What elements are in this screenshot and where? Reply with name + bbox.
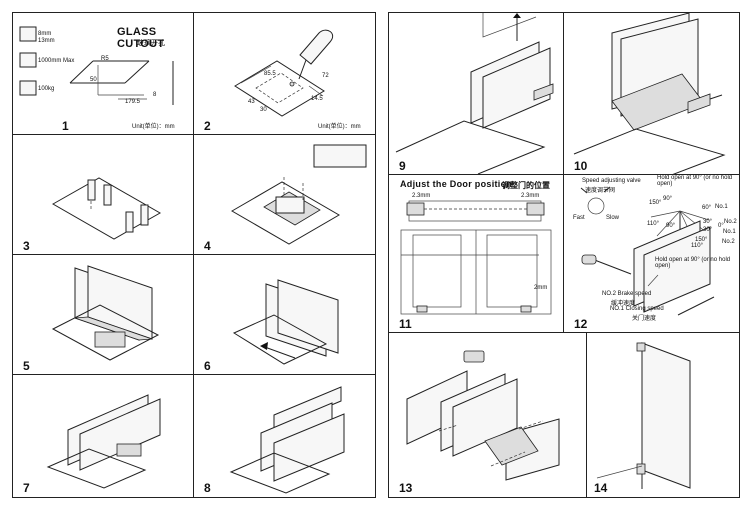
hold-open-label: Hold open at 90° (or no hold open) bbox=[657, 175, 733, 187]
step-number: 1 bbox=[62, 119, 69, 133]
dimension-label: 85.5 bbox=[264, 71, 276, 77]
closing-speed-label-cn: 关门速度 bbox=[632, 316, 657, 322]
final-assembly-diagram bbox=[406, 350, 560, 481]
step-number: 2 bbox=[204, 119, 211, 133]
step-number: 4 bbox=[204, 239, 211, 253]
angle-label: 90° bbox=[663, 196, 673, 202]
step-panel-2: 85.5 43 14.5 30 72 Unit(单位)：mm 2 bbox=[194, 13, 375, 135]
unit-label: Unit(单位)：mm bbox=[132, 124, 175, 130]
angle-label: 150° bbox=[695, 237, 708, 243]
dimension-label: 2.3mm bbox=[521, 193, 540, 199]
step-number: 6 bbox=[204, 359, 211, 373]
base-mount-diagram bbox=[231, 144, 367, 245]
panel-title-cn: 调整门的位置 bbox=[502, 181, 550, 190]
closing-speed-label: NO.1 Closing speed bbox=[610, 306, 664, 312]
radius-label: R5 bbox=[101, 56, 109, 62]
angle-label: 30° bbox=[703, 219, 713, 225]
step-number: 9 bbox=[399, 159, 406, 173]
speed-number-label: No.2 bbox=[722, 239, 735, 245]
door-position-diagram bbox=[400, 200, 552, 315]
step-panel-5: 5 bbox=[13, 255, 194, 375]
step-number: 13 bbox=[399, 481, 413, 495]
dimension-label: 179.5 bbox=[125, 99, 141, 105]
step-panel-10: 10 bbox=[564, 13, 739, 175]
glass-cutout-diagram bbox=[19, 26, 174, 105]
glass-clamp-diagram bbox=[51, 265, 160, 361]
step-panel-6: 6 bbox=[194, 255, 375, 375]
right-instruction-sheet: 9 10 Adjust the Door position 调整门的位置 2.3… bbox=[388, 12, 740, 498]
left-instruction-sheet: 8mm 13mm 1000mm Max 100kg 50 179.5 R5 8 … bbox=[12, 12, 376, 498]
step-number: 14 bbox=[594, 481, 608, 495]
dimension-label: 2mm bbox=[534, 285, 548, 291]
angle-label: 60° bbox=[702, 205, 712, 211]
glass-insertion-diagram bbox=[395, 13, 554, 174]
panel-title-cn: 玻璃开孔 bbox=[137, 40, 165, 47]
completed-door-diagram bbox=[596, 342, 691, 489]
dimension-label: 50 bbox=[90, 77, 97, 83]
speed-number-label: No.1 bbox=[715, 204, 728, 210]
angle-label: 90° bbox=[666, 223, 676, 229]
step-panel-4: 4 bbox=[194, 135, 375, 255]
glass-thickness-label: 8mm bbox=[38, 31, 52, 37]
step-panel-9: 9 bbox=[389, 13, 564, 175]
door-weight-label: 100kg bbox=[38, 86, 55, 92]
clamp-slide-diagram bbox=[232, 279, 339, 365]
fast-label: Fast bbox=[573, 215, 585, 221]
step-number: 11 bbox=[399, 317, 412, 331]
dimension-label: 30 bbox=[260, 107, 267, 113]
panel-title: Adjust the Door position bbox=[400, 179, 513, 189]
speed-number-label: No.2 bbox=[724, 219, 737, 225]
dimension-label: 8 bbox=[153, 92, 157, 98]
anchor-insertion-diagram bbox=[51, 177, 162, 240]
dimension-label: 14.5 bbox=[311, 96, 323, 102]
speed-adjustment-diagram bbox=[580, 186, 715, 316]
step-number: 7 bbox=[23, 481, 30, 495]
dimension-label: 72 bbox=[322, 73, 329, 79]
brake-speed-label-cn: 缓冲速度 bbox=[611, 301, 636, 307]
cover-install-diagram bbox=[229, 386, 345, 494]
panel-title: GLASS CUTOUT bbox=[117, 26, 165, 50]
step-panel-12: Speed adjusting valve 速度调节阀 Fast Slow Ho… bbox=[564, 175, 739, 333]
dimension-label: 2.3mm bbox=[412, 193, 431, 199]
step-number: 3 bbox=[23, 239, 30, 253]
step-number: 12 bbox=[574, 317, 588, 331]
angle-label: 30° bbox=[703, 227, 713, 233]
unit-label: Unit(单位)：mm bbox=[318, 124, 361, 130]
speed-valve-label-cn: 速度调节阀 bbox=[585, 188, 616, 194]
glass-thickness-label: 13mm bbox=[38, 38, 55, 44]
step-number: 10 bbox=[574, 159, 588, 173]
dimension-label: 43 bbox=[248, 99, 255, 105]
angle-label: 110° bbox=[647, 221, 659, 227]
step-panel-13: 13 bbox=[389, 333, 587, 497]
angle-label: 0° bbox=[718, 223, 724, 229]
step-number: 8 bbox=[204, 481, 211, 495]
speed-number-label: No.1 bbox=[723, 229, 736, 235]
step-panel-3: 3 bbox=[13, 135, 194, 255]
angle-label: 110° bbox=[691, 243, 703, 249]
step-panel-1: 8mm 13mm 1000mm Max 100kg 50 179.5 R5 8 … bbox=[13, 13, 194, 135]
hold-open-label: Hold open at 90° (or no hold open) bbox=[655, 257, 731, 269]
speed-valve-label: Speed adjusting valve bbox=[582, 178, 641, 184]
brake-speed-label: NO.2 Brake speed bbox=[602, 291, 652, 297]
angle-label: 150° bbox=[649, 200, 662, 206]
drilling-diagram bbox=[234, 29, 334, 117]
step-number: 5 bbox=[23, 359, 30, 373]
step-panel-8: 8 bbox=[194, 375, 375, 497]
clamp-install-diagram bbox=[46, 394, 161, 489]
glass-secure-diagram bbox=[573, 13, 726, 174]
slow-label: Slow bbox=[606, 215, 620, 221]
step-panel-14: 14 bbox=[587, 333, 739, 497]
step-panel-11: Adjust the Door position 调整门的位置 2.3mm 2.… bbox=[389, 175, 564, 333]
door-width-label: 1000mm Max bbox=[38, 58, 75, 64]
step-panel-7: 7 bbox=[13, 375, 194, 497]
